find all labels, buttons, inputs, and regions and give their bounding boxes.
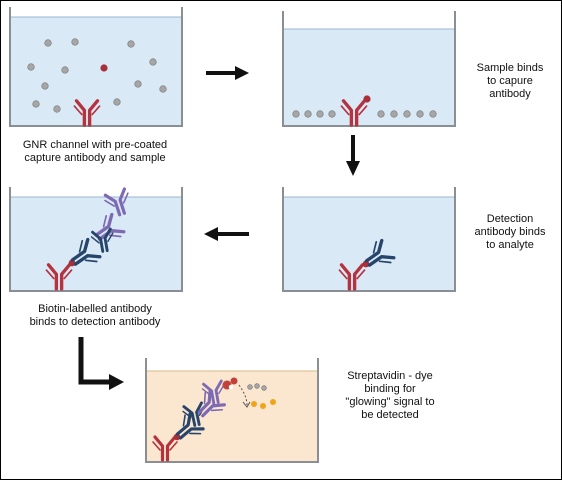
caption-line: binds to detection antibody [29, 316, 161, 328]
caption-line: Detection [486, 213, 534, 225]
well-container [145, 358, 319, 463]
flow-arrow-icon [346, 135, 360, 176]
free-particles [247, 383, 267, 391]
glowing-dye-particles [251, 399, 276, 409]
analyte-icon [173, 433, 181, 441]
well-container [282, 11, 456, 127]
caption-step-1: GNR channel with pre-coated capture anti… [9, 139, 181, 165]
caption-line: Sample binds [476, 62, 544, 74]
well-panel-5 [145, 358, 319, 463]
well-container [9, 7, 183, 127]
well-container [9, 187, 183, 292]
caption-line: to analyte [486, 239, 534, 251]
well-liquid [284, 29, 454, 125]
well-liquid [11, 17, 181, 125]
caption-line: be detected [361, 409, 419, 421]
streptavidin-dye-icon [222, 377, 238, 390]
caption-line: binding for [364, 383, 416, 395]
caption-step-2: Sample binds to capure antibody [461, 62, 559, 101]
flow-arrow-icon [204, 227, 249, 241]
caption-line: "glowing" signal to [345, 396, 435, 408]
well-panel-4 [9, 186, 183, 292]
caption-line: antibody binds [474, 226, 546, 238]
well-container [282, 187, 456, 292]
analyte-icon [362, 260, 370, 268]
sample-particles [292, 110, 437, 118]
well-liquid [284, 197, 454, 290]
caption-step-4: Biotin-labelled antibody binds to detect… [9, 303, 181, 329]
sample-particles [27, 38, 167, 113]
well-liquid [11, 197, 181, 290]
caption-line: antibody [489, 88, 531, 100]
flow-arrow-icon [78, 337, 124, 390]
caption-line: GNR channel with pre-coated [22, 139, 168, 151]
analyte-icon [363, 95, 371, 103]
caption-line: capture antibody and sample [24, 152, 166, 164]
well-panel-2 [282, 11, 456, 127]
caption-line: to capure [487, 75, 533, 87]
analyte-icon [68, 259, 76, 267]
well-panel-3 [282, 187, 456, 292]
caption-step-5: Streptavidin - dye binding for "glowing"… [331, 370, 449, 422]
signal-arrow-icon [238, 384, 248, 406]
caption-step-3: Detection antibody binds to analyte [461, 213, 559, 252]
well-panel-1 [9, 7, 183, 127]
analyte-icon [100, 64, 108, 72]
caption-line: Streptavidin - dye [347, 370, 433, 382]
caption-line: Biotin-labelled antibody [38, 303, 152, 315]
flow-arrow-icon [206, 66, 249, 80]
